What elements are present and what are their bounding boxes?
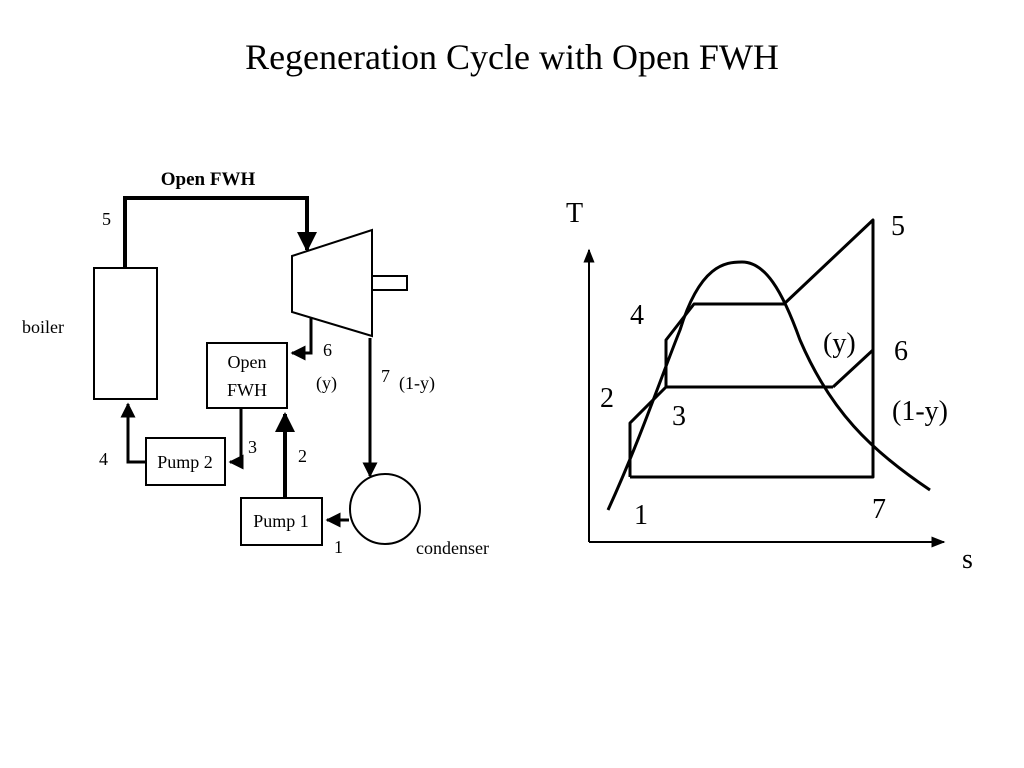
schematic-state-5: 5 bbox=[102, 209, 111, 229]
schematic-state-2: 2 bbox=[298, 446, 307, 466]
schematic-state-4: 4 bbox=[99, 449, 108, 469]
turbine-shaft bbox=[371, 275, 408, 291]
open-fwh-label-line2: FWH bbox=[227, 380, 267, 400]
cycle-path bbox=[628, 218, 875, 479]
ts-point-3: 3 bbox=[672, 401, 686, 432]
ts-fraction-y: (y) bbox=[823, 328, 856, 359]
flow-pump-2-to-boiler bbox=[120, 402, 146, 464]
pump-1-box bbox=[240, 497, 323, 546]
condenser bbox=[349, 473, 421, 545]
cycle-schematic: Open FWH boiler Open FWH Pump 2 Pump 1 c… bbox=[22, 169, 489, 558]
ts-point-6: 6 bbox=[894, 336, 908, 367]
ts-point-4: 4 bbox=[630, 300, 644, 331]
open-fwh-label-line1: Open bbox=[228, 352, 267, 372]
ts-fraction-1-minus-y: (1-y) bbox=[892, 396, 948, 427]
ts-x-axis-label: s bbox=[962, 544, 973, 575]
ts-point-5: 5 bbox=[891, 211, 905, 242]
pump-2-label: Pump 2 bbox=[157, 452, 213, 472]
schematic-state-1: 1 bbox=[334, 537, 343, 557]
schematic-state-6-fraction: (y) bbox=[316, 373, 337, 394]
turbine bbox=[291, 228, 373, 338]
saturation-dome bbox=[606, 260, 931, 511]
boiler-box bbox=[93, 267, 158, 400]
schematic-state-3: 3 bbox=[248, 437, 257, 457]
schematic-state-7-fraction: (1-y) bbox=[399, 373, 435, 394]
pump-1-label: Pump 1 bbox=[253, 511, 309, 531]
condenser-label: condenser bbox=[416, 538, 489, 558]
ts-point-2: 2 bbox=[600, 383, 614, 414]
flow-extraction-to-fwh bbox=[290, 318, 313, 361]
flow-boiler-to-turbine bbox=[123, 196, 317, 268]
open-fwh-box bbox=[206, 342, 288, 409]
schematic-state-6: 6 bbox=[323, 340, 332, 360]
ts-diagram: T s 1 2 3 4 5 6 7 (y) (1-y) bbox=[566, 198, 973, 575]
ts-point-1: 1 bbox=[634, 500, 648, 531]
ts-y-axis-label: T bbox=[566, 198, 583, 229]
flow-fwh-to-pump-2 bbox=[228, 408, 244, 470]
boiler-label: boiler bbox=[22, 317, 64, 337]
slide-title: Regeneration Cycle with Open FWH bbox=[245, 37, 779, 77]
schematic-heading: Open FWH bbox=[161, 169, 256, 190]
schematic-state-7: 7 bbox=[381, 366, 390, 386]
extraction-to-state-6 bbox=[831, 348, 875, 389]
ts-point-7: 7 bbox=[872, 494, 886, 525]
